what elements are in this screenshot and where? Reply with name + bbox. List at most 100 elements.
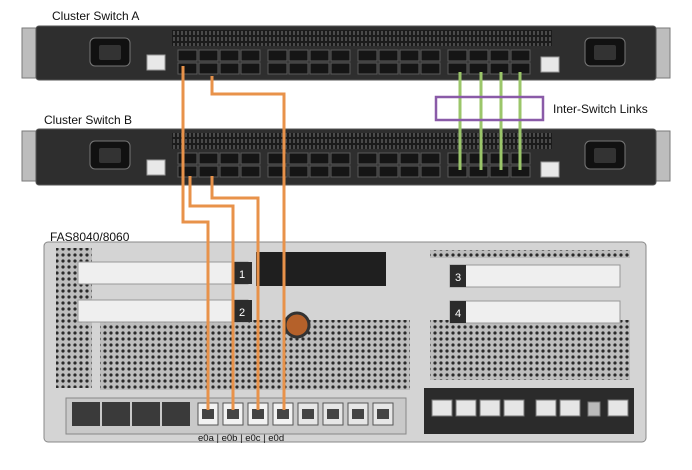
switch-b-console-port <box>540 161 560 178</box>
switch-port <box>240 165 261 178</box>
controller-label: FAS8040/8060 <box>50 230 130 244</box>
switch-port <box>267 49 288 62</box>
switch-port <box>378 62 399 75</box>
cluster-cables <box>181 66 286 410</box>
switch-port <box>378 49 399 62</box>
onboard-sfp-ports <box>72 402 190 426</box>
switch-b-power-inlet-left <box>89 140 131 170</box>
rj45-port <box>479 399 501 417</box>
switch-a-mgmt-port <box>146 54 166 71</box>
controller-port-jack <box>202 409 214 419</box>
rj45-ports <box>431 399 629 417</box>
slot-number: 4 <box>455 308 461 320</box>
controller-port-jack <box>352 409 364 419</box>
switch-port <box>489 49 510 62</box>
switch-a-power-inlet-right <box>584 37 626 67</box>
switch-port <box>378 152 399 165</box>
slot-number: 2 <box>239 307 245 319</box>
slot-number: 3 <box>455 272 461 284</box>
switch-b-power-inlet-right <box>584 140 626 170</box>
switch-port <box>330 165 351 178</box>
switch-a-console-port <box>540 56 560 73</box>
switch-port <box>399 165 420 178</box>
thumbscrew <box>283 311 311 339</box>
controller-port-jack <box>252 409 264 419</box>
switch-port <box>399 152 420 165</box>
switch-port <box>198 49 219 62</box>
fas-controller: 1 2 3 4 e0a | e0b | e0c | e0d <box>43 241 647 444</box>
pcie-slot-4: 4 <box>449 300 621 324</box>
switch-port <box>357 49 378 62</box>
switch-port <box>309 62 330 75</box>
switch-port <box>267 152 288 165</box>
pcie-slot-2: 2 <box>77 299 252 323</box>
switch-port <box>177 62 198 75</box>
cluster-switch-a <box>21 25 671 81</box>
rj45-port <box>455 399 477 417</box>
switch-port <box>420 165 441 178</box>
switch-port <box>420 152 441 165</box>
switch-b-label: Cluster Switch B <box>44 113 133 127</box>
switch-port <box>267 62 288 75</box>
pcie-slot-1: 1 <box>77 261 252 285</box>
switch-port <box>309 165 330 178</box>
onboard-cluster-ports <box>197 402 394 426</box>
slot-number: 1 <box>239 269 245 281</box>
switch-port <box>468 49 489 62</box>
switch-port <box>177 152 198 165</box>
rj45-port <box>431 399 453 417</box>
cluster-switch-b <box>21 128 671 186</box>
switch-port <box>468 165 489 178</box>
switch-port <box>420 62 441 75</box>
switch-port <box>399 49 420 62</box>
controller-port-jack <box>377 409 389 419</box>
switch-port <box>240 62 261 75</box>
rj45-port <box>503 399 525 417</box>
switch-port <box>267 165 288 178</box>
switch-port <box>330 152 351 165</box>
switch-a-power-inlet-left <box>89 37 131 67</box>
switch-port <box>330 49 351 62</box>
pcie-slot-3: 3 <box>449 264 621 288</box>
switch-port <box>309 49 330 62</box>
isl-highlight-box <box>434 95 545 122</box>
port-legend: e0a | e0b | e0c | e0d <box>198 433 284 444</box>
switch-port <box>288 49 309 62</box>
switch-port <box>198 165 219 178</box>
switch-port <box>198 152 219 165</box>
controller-port-jack <box>277 409 289 419</box>
switch-port <box>219 165 240 178</box>
switch-port <box>177 49 198 62</box>
switch-port <box>219 62 240 75</box>
switch-port <box>447 49 468 62</box>
switch-port <box>420 49 441 62</box>
switch-port <box>510 49 531 62</box>
switch-port <box>240 152 261 165</box>
switch-port <box>447 165 468 178</box>
switch-port <box>288 165 309 178</box>
switch-port <box>198 62 219 75</box>
switch-b-mgmt-port <box>146 159 166 176</box>
rj45-port <box>559 399 581 417</box>
switch-port <box>447 152 468 165</box>
switch-port <box>309 152 330 165</box>
usb-port <box>587 401 601 417</box>
console-port <box>607 399 629 417</box>
switch-port <box>357 152 378 165</box>
switch-a-label: Cluster Switch A <box>52 9 140 23</box>
switch-a-port-groups <box>177 49 531 75</box>
controller-port-jack <box>302 409 314 419</box>
controller-port-jack <box>227 409 239 419</box>
switch-port <box>288 152 309 165</box>
switch-port <box>219 49 240 62</box>
switch-port <box>219 152 240 165</box>
controller-port-jack <box>327 409 339 419</box>
switch-port <box>330 62 351 75</box>
switch-port <box>177 165 198 178</box>
switch-port <box>378 165 399 178</box>
isl-label: Inter-Switch Links <box>553 102 648 116</box>
switch-port <box>468 152 489 165</box>
switch-port <box>399 62 420 75</box>
switch-port <box>468 62 489 75</box>
